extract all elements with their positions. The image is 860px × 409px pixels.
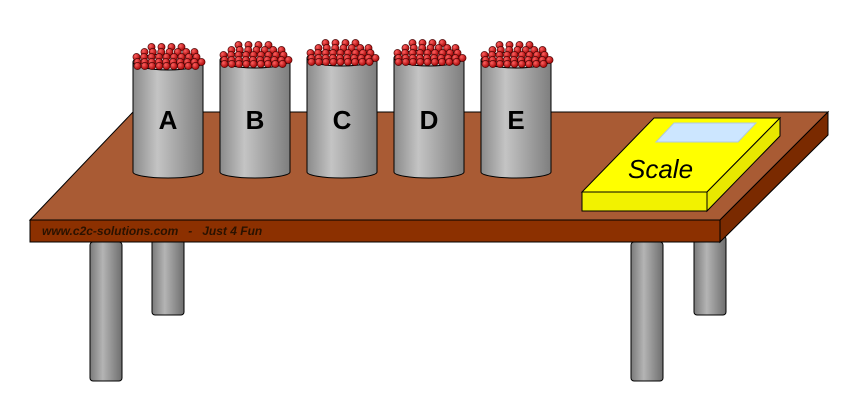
ball [545,56,554,64]
ball [220,60,229,68]
ball [423,58,432,66]
ball [343,58,352,66]
can-d: D [393,39,467,179]
ball [358,58,367,66]
ball [445,58,454,66]
ball [314,58,323,66]
ball [162,62,171,70]
ball [532,60,541,68]
ball [539,60,548,68]
leg-back-right [693,235,727,316]
ball-heap [393,39,467,66]
cans-group: A B C D E [132,39,554,179]
leg-back-left [151,235,185,316]
ball [256,60,265,68]
table-front-edge [29,219,721,243]
ball [481,60,490,68]
can-body [480,59,552,179]
ball [235,60,243,68]
can-body [132,61,204,179]
ball-heap [306,39,380,66]
table-legs-back [151,235,727,316]
ball [438,58,446,66]
ball [307,58,316,66]
ball [227,60,236,68]
ball [409,58,417,66]
ball [264,60,272,68]
ball [452,58,461,66]
can-label: A [159,105,178,135]
can-label: B [246,105,265,135]
ball [177,62,185,70]
leg-front-left [89,241,123,382]
ball [351,58,359,66]
ball [496,60,504,68]
ball [133,62,142,70]
leg-front-right [630,241,664,382]
ball [416,58,425,66]
can-e: E [480,41,554,179]
ball [517,60,526,68]
scale-display [654,122,758,143]
ball-heap [219,41,293,68]
ball [197,58,206,66]
can-a: A [132,43,206,179]
ball [322,58,330,66]
ball [140,62,149,70]
ball [510,60,519,68]
ball [394,58,403,66]
can-body [306,57,378,179]
ball [271,60,280,68]
can-label: C [333,105,352,135]
can-label: E [507,105,524,135]
footer-credit: www.c2c-solutions.com - Just 4 Fun [42,224,262,238]
can-body [219,59,291,179]
can-b: B [219,41,293,179]
ball [155,62,164,70]
scale-label: Scale [628,154,693,184]
scale: Scale [580,116,782,213]
ball [249,60,258,68]
ball [430,58,439,66]
ball [191,62,200,70]
ball [169,62,178,70]
ball [336,58,345,66]
ball [148,62,156,70]
can-label: D [420,105,439,135]
ball [365,58,374,66]
ball [278,60,287,68]
ball [284,56,293,64]
ball-heap [132,43,206,70]
ball [371,54,380,62]
ball [488,60,497,68]
ball [401,58,410,66]
ball [184,62,193,70]
can-body [393,57,465,179]
can-c: C [306,39,380,179]
ball [458,54,467,62]
ball-heap [480,41,554,68]
table-legs-front [89,241,664,382]
ball [525,60,533,68]
scale-front [581,191,708,212]
ball [329,58,338,66]
ball [242,60,251,68]
ball [503,60,512,68]
